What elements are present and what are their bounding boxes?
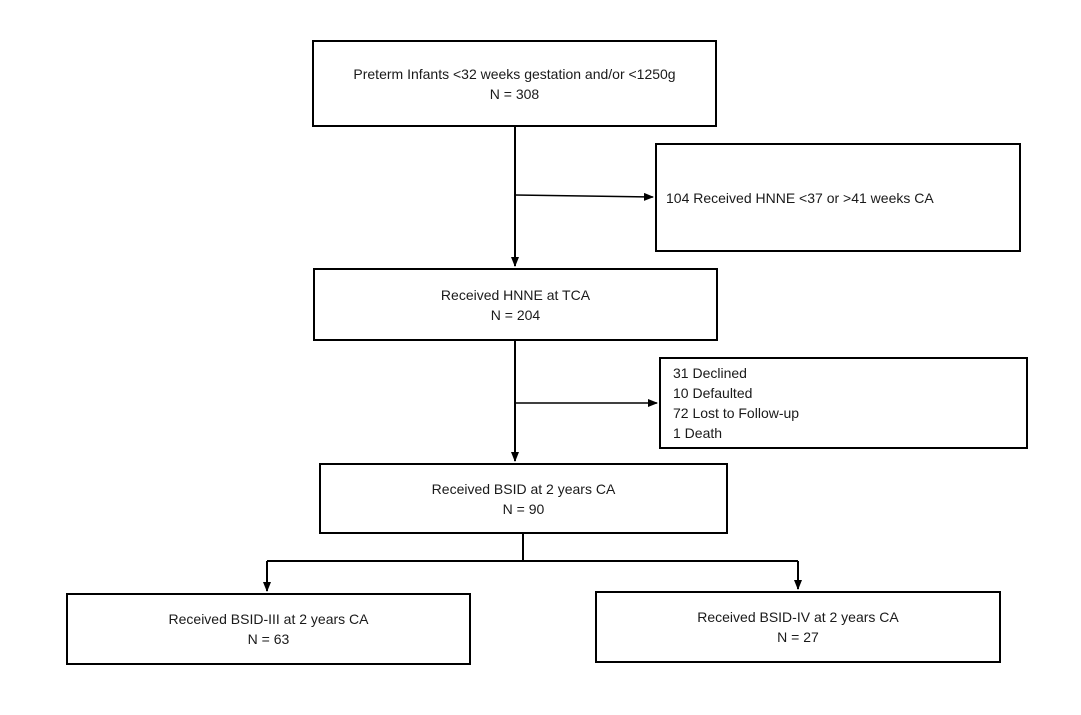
excluded-timing-text: 104 Received HNNE <37 or >41 weeks CA	[666, 189, 934, 206]
bsid-2y-title: Received BSID at 2 years CA	[431, 480, 616, 497]
bsid-iv-title: Received BSID-IV at 2 years CA	[697, 609, 899, 625]
bsid-iii-box: Received BSID-III at 2 years CA N = 63	[66, 593, 471, 665]
attrition-item-lost: 72 Lost to Follow-up	[673, 405, 800, 421]
bsid-2y-box: Received BSID at 2 years CA N = 90	[319, 463, 728, 534]
attrition-item-defaulted: 10 Defaulted	[673, 385, 753, 401]
bsid-iv-count: N = 27	[777, 629, 819, 645]
bsid-iii-count: N = 63	[247, 631, 290, 647]
excluded-timing-box: 104 Received HNNE <37 or >41 weeks CA	[655, 143, 1021, 252]
attrition-item-declined: 31 Declined	[673, 365, 747, 381]
bsid-2y-count: N = 90	[502, 500, 545, 517]
bsid-iv-box: Received BSID-IV at 2 years CA N = 27	[595, 591, 1001, 663]
arrow-to-excluded-timing	[514, 192, 654, 201]
hnne-tca-title: Received HNNE at TCA	[440, 286, 591, 303]
attrition-box: 31 Declined 10 Defaulted 72 Lost to Foll…	[659, 357, 1028, 449]
enrolled-title: Preterm Infants <32 weeks gestation and/…	[353, 65, 676, 82]
enrolled-box: Preterm Infants <32 weeks gestation and/…	[312, 40, 717, 127]
hnne-tca-count: N = 204	[490, 306, 541, 323]
bsid-iii-title: Received BSID-III at 2 years CA	[168, 611, 369, 627]
attrition-item-death: 1 Death	[673, 425, 723, 441]
enrolled-count: N = 308	[489, 85, 540, 102]
hnne-tca-box: Received HNNE at TCA N = 204	[313, 268, 718, 341]
